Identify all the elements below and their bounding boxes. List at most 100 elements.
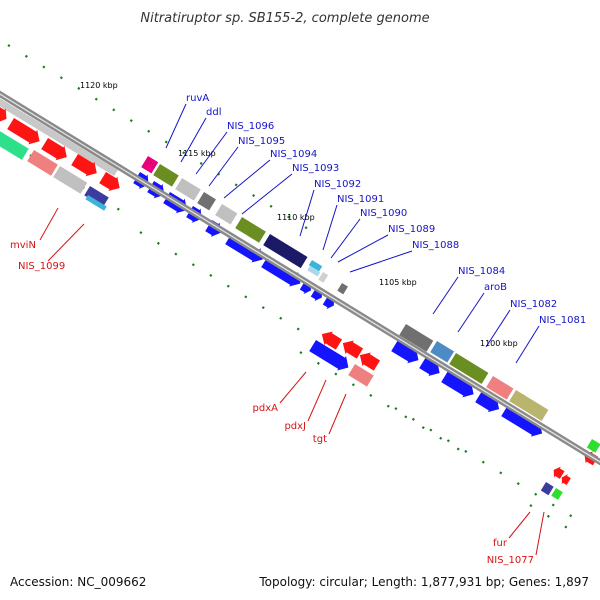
- kbp-tick-label: 1110 kbp: [277, 213, 315, 222]
- grid-dot: [481, 460, 485, 464]
- grid-dot: [209, 273, 213, 277]
- gene-label-reverse: fur: [493, 538, 508, 549]
- gene-label-forward: NIS_1081: [539, 315, 586, 326]
- grid-dot: [94, 97, 98, 101]
- kbp-tick-label: 1120 kbp: [80, 81, 118, 90]
- reverse-gene: [553, 466, 565, 479]
- grid-dot: [269, 204, 273, 208]
- gene-label-reverse: mviN: [10, 240, 36, 251]
- grid-dot: [316, 361, 320, 365]
- colored-gene: [215, 204, 238, 225]
- colored-gene: [540, 482, 554, 496]
- gene-label-forward: NIS_1088: [412, 240, 459, 251]
- kbp-tick-label: 1105 kbp: [379, 278, 417, 287]
- label-leader: [432, 276, 459, 315]
- gc-band: [0, 98, 118, 176]
- label-leader: [223, 159, 271, 199]
- colored-gene: [84, 186, 109, 207]
- grid-dot: [334, 372, 338, 376]
- kbp-ticks: 1120 kbp 1115 kbp 1110 kbp 1105 kbp 1100 kbp: [80, 81, 518, 348]
- grid-dot: [394, 407, 398, 411]
- grid-dot: [147, 129, 151, 133]
- grid-dot: [7, 44, 11, 48]
- colored-gene: [337, 283, 348, 295]
- reverse-gene: [0, 106, 7, 123]
- gene-label-forward: ruvA: [186, 93, 209, 104]
- colored-gene: [348, 364, 374, 387]
- grid-dot: [464, 449, 468, 453]
- forward-gene: [419, 357, 440, 377]
- gene-label-forward: NIS_1089: [388, 224, 435, 235]
- forward-gene: [441, 371, 474, 398]
- reverse-gene: [342, 340, 364, 359]
- reverse-gene: [561, 474, 571, 486]
- gc-content-track: [0, 98, 118, 176]
- gene-label-reverse: NIS_1099: [18, 261, 65, 272]
- gene-label-forward: NIS_1091: [337, 194, 384, 205]
- colored-gene: [308, 260, 323, 272]
- grid-dot: [174, 252, 178, 256]
- label-leader: [322, 204, 338, 251]
- label-leader: [180, 117, 207, 163]
- grid-dot: [191, 263, 195, 267]
- grid-dot: [304, 226, 308, 230]
- colored-gene: [263, 234, 308, 269]
- grid-dot: [77, 86, 81, 90]
- label-leader: [241, 173, 293, 215]
- colored-gene: [85, 195, 107, 211]
- gene-label-forward: NIS_1093: [292, 163, 339, 174]
- gene-label-forward: aroB: [484, 282, 507, 293]
- grid-dot: [252, 194, 256, 198]
- label-leader: [508, 511, 531, 539]
- grid-dot: [564, 525, 568, 529]
- kbp-tick-label: 1100 kbp: [480, 339, 518, 348]
- label-leader: [485, 309, 511, 348]
- colored-gene: [307, 266, 321, 277]
- grid-dot: [296, 327, 300, 331]
- grid-dot: [112, 108, 116, 112]
- gene-label-reverse: tgt: [313, 434, 327, 445]
- colored-gene: [235, 217, 266, 243]
- reverse-gene: [7, 118, 40, 145]
- colored-gene: [586, 439, 600, 453]
- forward-gene: [501, 405, 543, 437]
- grid-dot: [386, 404, 390, 408]
- grid-dot: [529, 504, 533, 508]
- genome-title: Nitratiruptor sp. SB155-2, complete geno…: [140, 11, 429, 26]
- colored-gene: [27, 150, 58, 176]
- grid-dot: [139, 231, 143, 235]
- gene-label-forward: ddl: [206, 107, 221, 118]
- label-leader: [195, 131, 228, 175]
- colored-gene: [53, 166, 88, 194]
- label-leader: [47, 223, 85, 262]
- grid-dot: [569, 514, 573, 518]
- colored-gene: [509, 390, 549, 421]
- grid-dot: [116, 207, 120, 211]
- grid-dot: [244, 295, 248, 299]
- label-leader: [349, 250, 413, 273]
- grid-dot: [182, 151, 186, 155]
- reverse-gene: [359, 352, 381, 371]
- grid-dot: [299, 351, 303, 355]
- grid-dot: [534, 492, 538, 496]
- label-leader: [535, 511, 545, 556]
- grid-dot: [439, 436, 443, 440]
- grid-dot: [279, 316, 283, 320]
- label-leader: [328, 393, 347, 435]
- topology-text: Topology: circular; Length: 1,877,931 bp…: [258, 575, 589, 589]
- grid-dot: [446, 439, 450, 443]
- colored-gene: [141, 156, 159, 174]
- grid-dot: [404, 415, 408, 419]
- reverse-gene: [71, 154, 97, 177]
- kbp-tick-label: 1115 kbp: [178, 149, 216, 158]
- grid-dot: [411, 417, 415, 421]
- gene-label-forward: NIS_1082: [510, 299, 557, 310]
- reverse-gene: [321, 331, 343, 350]
- label-leader: [208, 146, 239, 187]
- colored-gene: [153, 164, 179, 187]
- genome-backbone: [0, 90, 600, 466]
- label-leader: [337, 234, 389, 263]
- grid-dot: [499, 471, 503, 475]
- gene-label-forward: NIS_1092: [314, 179, 361, 190]
